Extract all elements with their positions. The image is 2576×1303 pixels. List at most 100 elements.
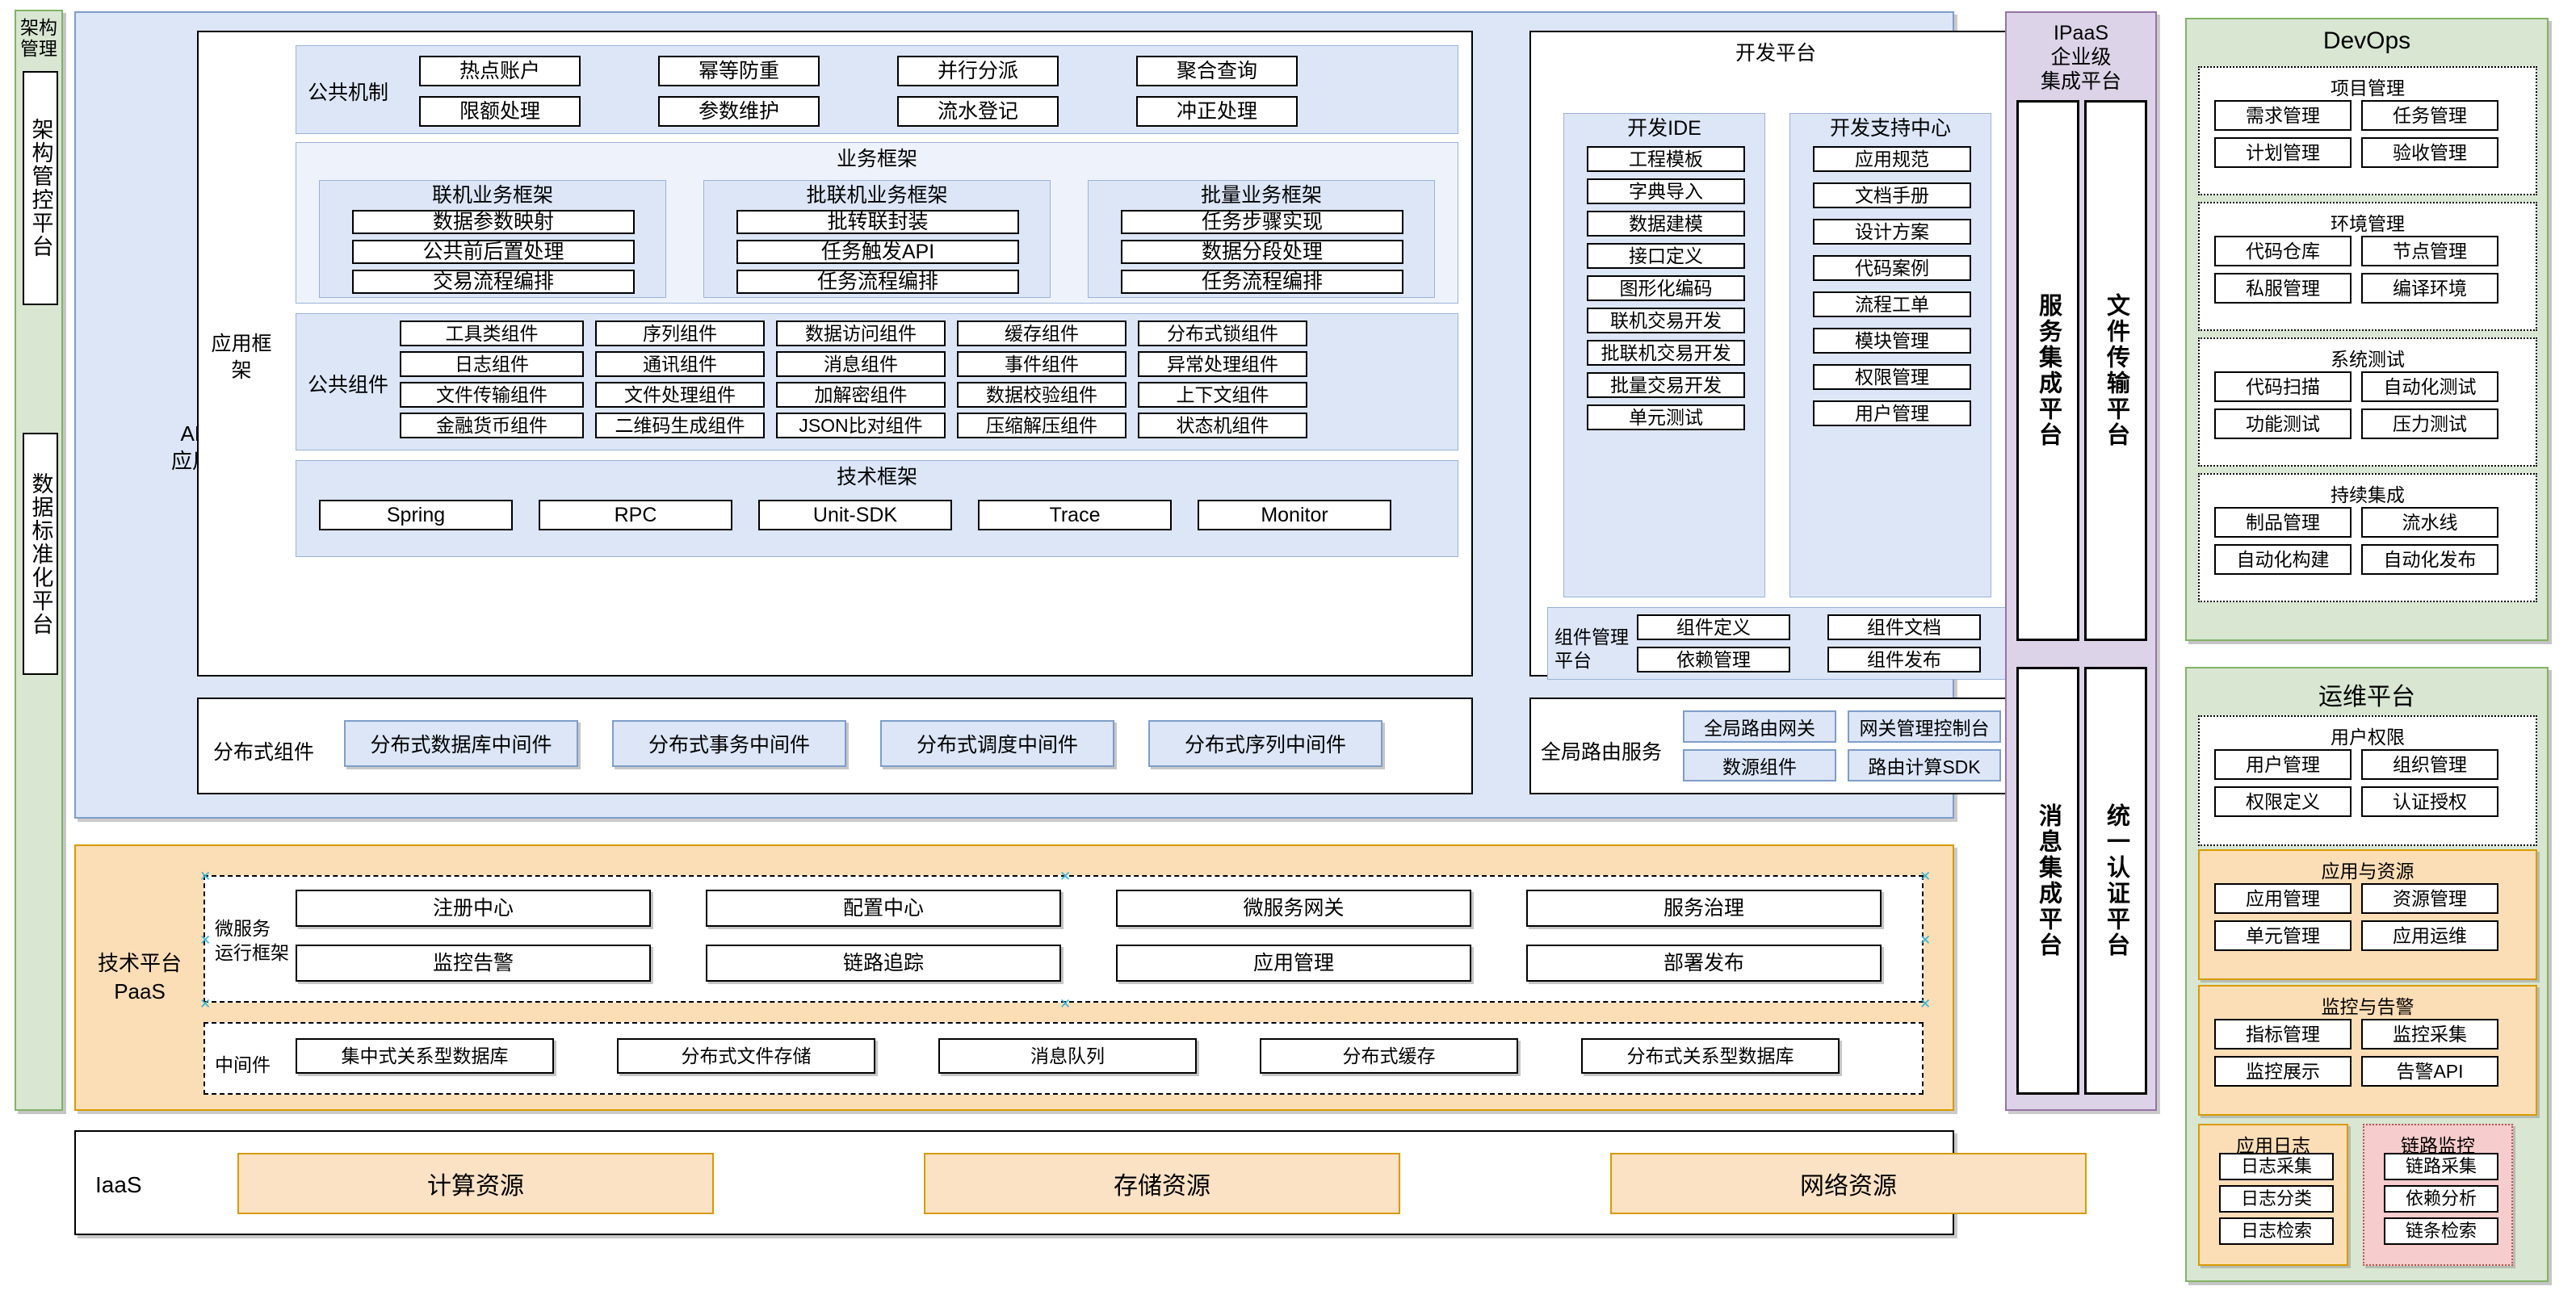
public-component-item[interactable]: 状态机组件 (1138, 413, 1307, 438)
ops-item[interactable]: 单元管理 (2214, 920, 2352, 951)
microservice-item[interactable]: 链路追踪 (706, 945, 1061, 982)
selection-handle[interactable]: ✕ (199, 996, 212, 1012)
public-component-item[interactable]: 文件传输组件 (400, 382, 584, 408)
devops-item[interactable]: 计划管理 (2214, 137, 2352, 168)
dev-support-item[interactable]: 设计方案 (1813, 219, 1971, 245)
devops-item[interactable]: 任务管理 (2361, 100, 2498, 131)
public-component-item[interactable]: 缓存组件 (957, 321, 1126, 346)
selection-handle[interactable]: ✕ (1919, 996, 1932, 1012)
middleware-item[interactable]: 分布式缓存 (1260, 1038, 1518, 1074)
public-mechanism-item[interactable]: 参数维护 (658, 96, 820, 127)
devops-item[interactable]: 需求管理 (2214, 100, 2352, 131)
iaas-item-compute[interactable]: 计算资源 (237, 1153, 714, 1214)
framework-item[interactable]: 任务步骤实现 (1121, 210, 1403, 234)
rail-card-data-standardization[interactable]: 数据标准化平台 (23, 433, 58, 675)
dev-ide-item[interactable]: 数据建模 (1587, 211, 1745, 237)
ops-item[interactable]: 依赖分析 (2384, 1185, 2498, 1213)
dev-support-item[interactable]: 代码案例 (1813, 255, 1971, 281)
ops-item[interactable]: 链条检索 (2384, 1217, 2498, 1245)
public-component-item[interactable]: 工具类组件 (400, 321, 584, 346)
public-component-item[interactable]: 异常处理组件 (1138, 351, 1307, 377)
framework-item[interactable]: 任务触发API (736, 240, 1019, 264)
ops-item[interactable]: 告警API (2361, 1056, 2498, 1087)
framework-item[interactable]: 公共前后置处理 (352, 240, 635, 264)
selection-handle[interactable]: ✕ (1919, 932, 1932, 948)
devops-item[interactable]: 自动化构建 (2214, 544, 2352, 575)
dev-support-item[interactable]: 应用规范 (1813, 146, 1971, 172)
devops-item[interactable]: 自动化测试 (2361, 371, 2498, 402)
framework-item[interactable]: 任务流程编排 (736, 270, 1019, 294)
microservice-item[interactable]: 部署发布 (1526, 945, 1882, 982)
ops-item[interactable]: 资源管理 (2361, 883, 2498, 914)
devops-item[interactable]: 代码仓库 (2214, 236, 2352, 266)
global-routing-item[interactable]: 全局路由网关 (1683, 710, 1836, 743)
dev-support-item[interactable]: 用户管理 (1813, 400, 1971, 426)
ops-item[interactable]: 组织管理 (2361, 749, 2498, 780)
selection-handle[interactable]: ✕ (1059, 996, 1072, 1012)
public-component-item[interactable]: 压缩解压组件 (957, 413, 1126, 438)
ops-item[interactable]: 日志分类 (2219, 1185, 2334, 1213)
iaas-item-storage[interactable]: 存储资源 (924, 1153, 1400, 1214)
public-component-item[interactable]: JSON比对组件 (776, 413, 946, 438)
dev-ide-item[interactable]: 批量交易开发 (1587, 372, 1745, 398)
microservice-item[interactable]: 监控告警 (296, 945, 651, 982)
selection-handle[interactable]: ✕ (199, 932, 212, 948)
middleware-item[interactable]: 分布式文件存储 (617, 1038, 875, 1074)
devops-item[interactable]: 流水线 (2361, 507, 2498, 538)
middleware-item[interactable]: 消息队列 (938, 1038, 1197, 1074)
public-mechanism-item[interactable]: 冲正处理 (1136, 96, 1298, 127)
ipaas-card-unified-auth[interactable]: 统一认证平台 (2084, 667, 2147, 1095)
distributed-component-item[interactable]: 分布式事务中间件 (612, 720, 846, 767)
component-mgmt-item[interactable]: 依赖管理 (1637, 647, 1790, 672)
public-mechanism-item[interactable]: 聚合查询 (1136, 56, 1298, 86)
devops-item[interactable]: 节点管理 (2361, 236, 2498, 266)
devops-item[interactable]: 功能测试 (2214, 408, 2352, 439)
ops-item[interactable]: 应用运维 (2361, 920, 2498, 951)
dev-support-item[interactable]: 流程工单 (1813, 291, 1971, 317)
middleware-item[interactable]: 集中式关系型数据库 (296, 1038, 554, 1074)
microservice-item[interactable]: 应用管理 (1116, 945, 1471, 982)
dev-ide-item[interactable]: 工程模板 (1587, 146, 1745, 172)
tech-framework-item[interactable]: RPC (539, 500, 732, 530)
tech-framework-item[interactable]: Trace (978, 500, 1172, 530)
devops-item[interactable]: 编译环境 (2361, 273, 2498, 304)
public-mechanism-item[interactable]: 幂等防重 (658, 56, 820, 86)
selection-handle[interactable]: ✕ (199, 869, 212, 884)
devops-item[interactable]: 制品管理 (2214, 507, 2352, 538)
tech-framework-item[interactable]: Spring (319, 500, 513, 530)
distributed-component-item[interactable]: 分布式调度中间件 (880, 720, 1114, 767)
selection-handle[interactable]: ✕ (1059, 869, 1072, 884)
global-routing-item[interactable]: 数源组件 (1683, 749, 1836, 781)
dev-support-item[interactable]: 权限管理 (1813, 364, 1971, 390)
component-mgmt-item[interactable]: 组件定义 (1637, 614, 1790, 640)
public-component-item[interactable]: 通讯组件 (595, 351, 765, 377)
ops-item[interactable]: 日志采集 (2219, 1153, 2334, 1180)
public-mechanism-item[interactable]: 限额处理 (419, 96, 581, 127)
public-mechanism-item[interactable]: 并行分派 (897, 56, 1059, 86)
public-component-item[interactable]: 数据访问组件 (776, 321, 946, 346)
microservice-item[interactable]: 服务治理 (1526, 890, 1882, 927)
selection-handle[interactable]: ✕ (1919, 869, 1932, 884)
public-component-item[interactable]: 序列组件 (595, 321, 765, 346)
microservice-item[interactable]: 微服务网关 (1116, 890, 1471, 927)
ops-item[interactable]: 认证授权 (2361, 786, 2498, 817)
devops-item[interactable]: 压力测试 (2361, 408, 2498, 439)
rail-card-architecture-control[interactable]: 架构管控平台 (23, 71, 58, 305)
public-component-item[interactable]: 文件处理组件 (595, 382, 765, 408)
framework-item[interactable]: 交易流程编排 (352, 270, 635, 294)
public-component-item[interactable]: 分布式锁组件 (1138, 321, 1307, 346)
public-component-item[interactable]: 日志组件 (400, 351, 584, 377)
dev-ide-item[interactable]: 字典导入 (1587, 178, 1745, 204)
ops-item[interactable]: 日志检索 (2219, 1217, 2334, 1245)
distributed-component-item[interactable]: 分布式数据库中间件 (344, 720, 578, 767)
public-component-item[interactable]: 二维码生成组件 (595, 413, 765, 438)
framework-item[interactable]: 数据分段处理 (1121, 240, 1403, 264)
microservice-item[interactable]: 注册中心 (296, 890, 651, 927)
dev-ide-item[interactable]: 接口定义 (1587, 243, 1745, 269)
devops-item[interactable]: 验收管理 (2361, 137, 2498, 168)
devops-item[interactable]: 私服管理 (2214, 273, 2352, 304)
devops-item[interactable]: 代码扫描 (2214, 371, 2352, 402)
public-component-item[interactable]: 金融货币组件 (400, 413, 584, 438)
tech-framework-item[interactable]: Unit-SDK (758, 500, 952, 530)
dev-ide-item[interactable]: 图形化编码 (1587, 275, 1745, 301)
